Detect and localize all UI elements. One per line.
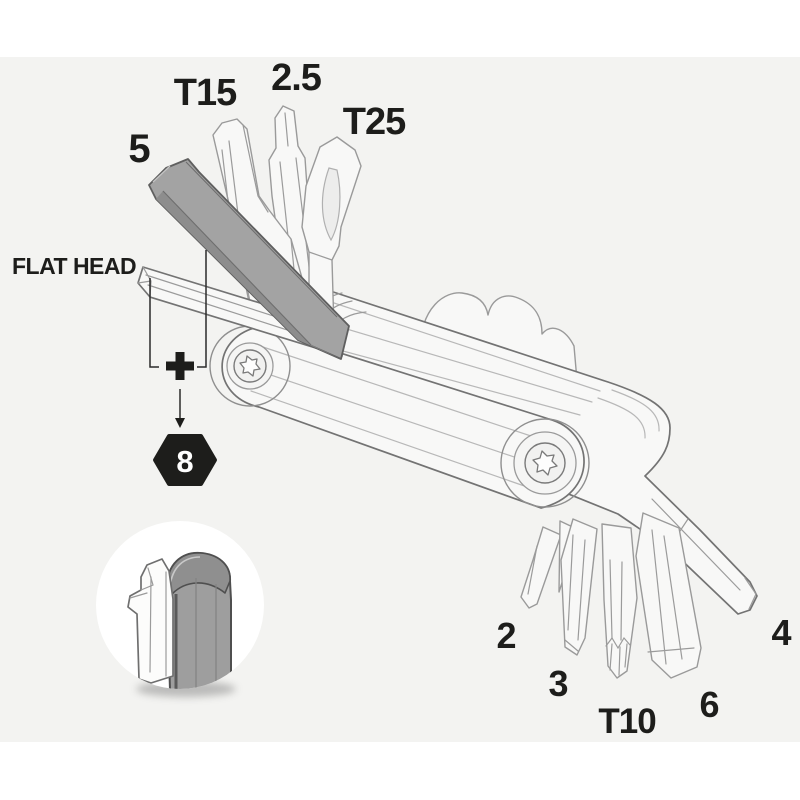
torx-socket-left: [239, 355, 261, 377]
torx-socket-right: [532, 450, 558, 476]
torx-bit-t10: [601, 523, 638, 679]
label-hex-5: 5: [128, 127, 150, 171]
label-torx-t15: T15: [174, 72, 237, 114]
bottom-bit-fan: [520, 512, 702, 679]
body-front-plate: [209, 325, 590, 509]
torx-flute: [321, 167, 341, 242]
combo-callout: 8: [149, 250, 217, 486]
label-torx-t10: T10: [598, 702, 656, 741]
pivot-right: [500, 418, 590, 508]
hex-bit-3: [560, 518, 598, 656]
pivot-left: [209, 325, 291, 407]
hex-bit-6: [635, 512, 702, 679]
plus-icon: [166, 352, 194, 380]
label-torx-t25: T25: [343, 101, 406, 143]
hex-bit-5-dark: [148, 158, 350, 360]
inset-hex-shaft: [165, 551, 232, 689]
label-hex-2-5: 2.5: [271, 57, 322, 99]
label-hex-3: 3: [548, 663, 567, 704]
bit-labels: 5 T15 2.5 T25 FLAT HEAD 2 3 T10 6 4: [12, 57, 792, 741]
hex-bit-4-facets: [651, 498, 741, 591]
hex-badge-value: 8: [176, 444, 193, 479]
label-hex-2: 2: [496, 615, 515, 656]
label-flat-head: FLAT HEAD: [12, 253, 136, 279]
label-hex-4: 4: [771, 612, 791, 653]
hex-badge: [153, 434, 217, 486]
label-hex-6: 6: [699, 684, 718, 725]
inset-flat-blade: [127, 558, 174, 684]
down-arrowhead-icon: [175, 418, 185, 428]
magnifier-inset: [96, 521, 264, 697]
callout-bracket: [149, 250, 207, 368]
